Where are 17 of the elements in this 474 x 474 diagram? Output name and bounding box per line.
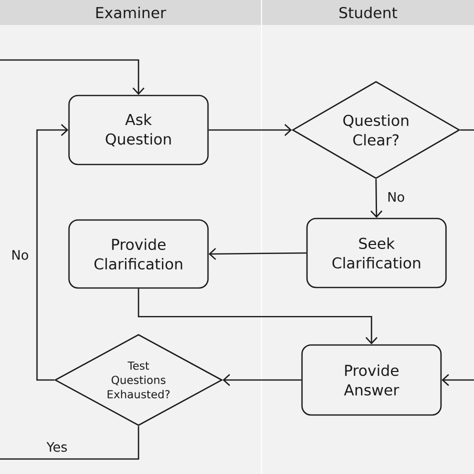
arrow	[138, 288, 378, 344]
edge-label: No	[10, 248, 30, 262]
process-box: Seek Clarification	[306, 218, 447, 288]
arrow	[442, 374, 474, 386]
node-label: Examiner	[96, 6, 166, 18]
arrow	[208, 248, 306, 260]
process-box: Ask Question	[68, 94, 209, 166]
arrow	[0, 59, 144, 95]
edge-label: Yes	[45, 440, 69, 454]
arrow	[222, 374, 302, 386]
arrow	[208, 124, 292, 136]
edge-label: No	[386, 190, 406, 204]
process-box: Provide Answer	[301, 344, 442, 416]
arrow	[370, 179, 382, 218]
process-box: Provide Clarification	[68, 219, 209, 289]
node-label: Student	[339, 6, 398, 18]
arrow	[36, 124, 68, 381]
